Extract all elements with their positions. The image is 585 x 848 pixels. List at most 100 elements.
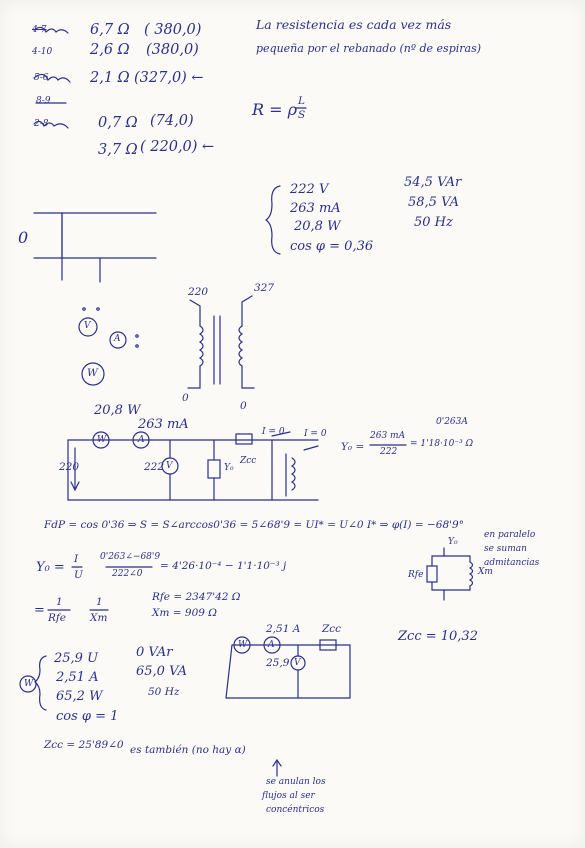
rfe-f2-num: 1 (96, 596, 103, 608)
zcc-note: es también (no hay α) (130, 744, 246, 756)
c1-a-letter: A (138, 435, 145, 445)
c1-y0-label: Y₀ (224, 463, 234, 473)
bottom-note-1: se anulan los (266, 777, 326, 787)
m2-apparent: 65,0 VA (136, 664, 187, 679)
circuit2-ammeter (263, 636, 281, 654)
resistance-formula: R = ρ (252, 100, 298, 119)
row5-value: 0,7 Ω (98, 115, 138, 131)
parallel-rfe-box (426, 565, 438, 583)
circuit2-zcc-box (319, 639, 337, 651)
rfe-f1-num: 1 (56, 596, 63, 608)
transformer-right-coil (238, 325, 244, 367)
row2-label: 4-10 (32, 47, 53, 57)
c1-vin: 220 (59, 461, 80, 473)
note-line-1: La resistencia es cada vez más (256, 17, 452, 32)
c1-vmeter-value: 222 (144, 461, 165, 473)
rfe-f1-den: Rfe (48, 612, 67, 624)
parallel-xm-coil (468, 561, 474, 587)
rfe-calc-lhs: = (34, 603, 45, 618)
circuit1-ammeter (132, 431, 150, 449)
parallel-xm: Xm (478, 567, 493, 577)
c2-v-letter: V (294, 658, 301, 668)
formula-denominator: S (298, 109, 306, 121)
transformer-label-right: 327 (254, 282, 275, 294)
row3-value: 2,1 Ω (90, 70, 130, 86)
c1-w-letter: W (97, 435, 107, 445)
c1-wattmeter-value: 20,8 W (94, 403, 141, 418)
row2-coord: (380,0) (146, 42, 199, 58)
c1-y0-eq-top: 0'263A (436, 417, 468, 427)
circuit1-i-arrow (271, 431, 291, 437)
transformer-right-bottom (241, 365, 255, 389)
circuit1-wattmeter (92, 431, 110, 449)
m1-frequency: 50 Hz (414, 215, 453, 230)
transformer-zero-right: 0 (240, 400, 247, 412)
parallel-right-bottom (443, 585, 471, 591)
ammeter-letter: A (114, 334, 121, 344)
circuit1-zcc-box (235, 433, 253, 445)
c1-y0-eq-lhs: Y₀ = (341, 441, 365, 453)
y0-calc-lhs: Y₀ = (36, 560, 65, 575)
wattmeter-symbol (81, 362, 105, 386)
transformer-zero-left: 0 (182, 392, 189, 404)
brace-measure2 (34, 655, 47, 711)
row3-coord: (327,0) ← (134, 70, 204, 86)
rfe-value: Rfe = 2347'42 Ω (152, 591, 241, 603)
parallel-rfe: Rfe (408, 570, 424, 580)
c1-y0-eq-num: 263 mA (370, 431, 406, 441)
axis-zero: 0 (18, 228, 29, 247)
dot-1 (82, 307, 86, 311)
parallel-left (431, 555, 445, 567)
circuit1-i-arrow-2 (303, 445, 319, 451)
transformer-left-coil (198, 325, 204, 367)
ammeter-symbol (109, 331, 127, 349)
row3-label: 5-6 (34, 73, 49, 83)
m1-current: 263 mA (290, 201, 341, 216)
dot-4 (135, 344, 139, 348)
circuit2-left-wire (225, 644, 233, 699)
scribble-row3 (33, 73, 71, 83)
y0-frac2-den: 222∠0 (112, 569, 143, 579)
scribble-row5 (33, 120, 69, 129)
parallel-left-bottom (431, 581, 445, 601)
note-line-2: pequeña por el rebanado (nº de espiras) (256, 42, 482, 55)
m1-apparent: 58,5 VA (408, 195, 459, 210)
row5-coord: (74,0) (150, 113, 194, 129)
c1-y0-eq-den: 222 (380, 447, 398, 457)
bottom-note-3: concéntricos (266, 805, 325, 815)
y0-frac2-num: 0'263∠−68'9 (100, 552, 161, 562)
dot-3 (135, 334, 139, 338)
m1-voltage: 222 V (290, 182, 329, 197)
m2-reactive: 0 VAr (136, 645, 173, 660)
circuit1-output-coil (290, 457, 296, 491)
transformer-label-left: 220 (188, 286, 209, 298)
row4-label: 8-9 (36, 96, 51, 106)
formula-numerator: L (298, 95, 305, 107)
row1-coord: ( 380,0) (144, 22, 202, 38)
c1-v-letter: V (166, 461, 173, 471)
transformer-left-bottom (187, 365, 201, 389)
zcc-final: Zcc = 25'89∠0 (44, 739, 124, 751)
voltmeter-symbol (78, 317, 98, 337)
zcc-value: Zcc = 10,32 (398, 629, 478, 644)
y0-calc-rhs: = 4'26·10⁻⁴ − 1'1·10⁻³ j (160, 560, 287, 572)
c2-a-letter: A (268, 640, 275, 650)
c1-ammeter-value: 263 mA (138, 417, 189, 432)
row6-coord: ( 220,0) ← (140, 139, 215, 155)
parallel-note-1: en paralelo (484, 530, 536, 540)
bottom-note-2: flujos al ser (262, 791, 315, 801)
circuit1-y0-box (207, 459, 221, 479)
parallel-note-2: se suman (484, 544, 527, 554)
row2-value: 2,6 Ω (90, 42, 130, 58)
c2-ammeter-value: 2,51 A (266, 623, 301, 635)
y0-frac1-num: I (74, 553, 79, 565)
m1-cosphi: cos φ = 0,36 (290, 239, 374, 254)
c2-vmeter-value: 25,9 (266, 657, 290, 669)
row5-label: 2-8 (34, 119, 49, 129)
xm-value: Xm = 909 Ω (152, 607, 217, 619)
wattmeter-letter: W (87, 367, 98, 379)
c1-y0-eq-rhs: = 1'18·10⁻³ Ω (410, 439, 474, 449)
c2-zcc-label: Zcc (322, 623, 342, 635)
